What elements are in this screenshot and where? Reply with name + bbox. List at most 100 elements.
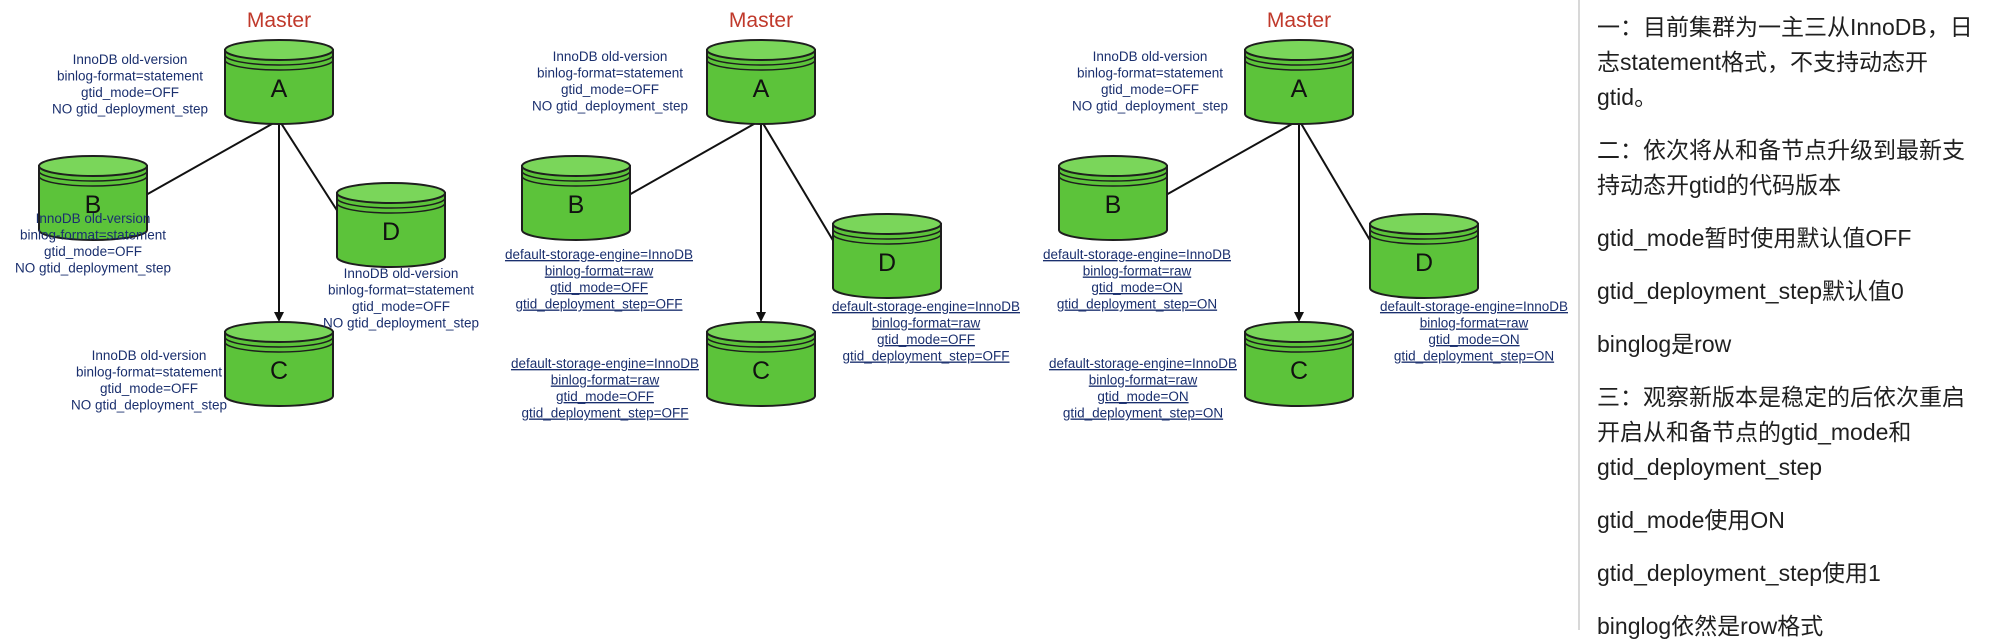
node-info-line: gtid_deployment_step=ON: [1057, 297, 1217, 312]
node-info-line: gtid_mode=OFF: [556, 389, 654, 404]
db-node-c: C InnoDB old-version binlog-format=stateme…: [71, 321, 334, 413]
note-line: 开启从和备节点的gtid_mode和: [1597, 419, 1912, 445]
cylinder-top: [38, 155, 148, 177]
cylinder-ring: [224, 336, 334, 348]
cylinder-top: [336, 182, 446, 204]
node-info-line: binlog-format=statement: [57, 69, 203, 84]
replication-arrow: [278, 119, 347, 225]
node-letter: B: [1105, 191, 1122, 219]
node-info-line: binlog-format=statement: [76, 365, 222, 380]
note-line: 一：目前集群为一主三从InnoDB，日: [1597, 14, 1973, 40]
cylinder-top: [1244, 39, 1354, 61]
node-info-line: NO gtid_deployment_step: [323, 316, 479, 331]
cylinder-ring: [1244, 59, 1354, 71]
node-info-line: binlog-format=statement: [328, 283, 474, 298]
cylinder-ring: [1244, 336, 1354, 348]
node-info-line: gtid_deployment_step=OFF: [516, 297, 683, 312]
cylinder-top: [1369, 213, 1479, 235]
node-info-line: gtid_mode=ON: [1097, 389, 1188, 404]
note-line: binglog是row: [1597, 331, 1732, 357]
cylinder-top: [224, 39, 334, 61]
note-line: 志statement格式，不支持动态开: [1597, 49, 1928, 75]
node-info-line: binlog-format=raw: [545, 264, 654, 279]
node-info-line: default-storage-engine=InnoDB: [1043, 247, 1231, 262]
node-info-line: NO gtid_deployment_step: [532, 99, 688, 114]
cylinder-ring: [706, 59, 816, 71]
replication-arrow: [131, 119, 280, 203]
node-info-line: default-storage-engine=InnoDB: [511, 356, 699, 371]
note-line: gtid_deployment_step默认值0: [1597, 278, 1904, 304]
node-letter: C: [1290, 357, 1308, 385]
cylinder-top: [1058, 155, 1168, 177]
cylinder-ring: [224, 59, 334, 71]
cylinder-ring: [336, 197, 446, 209]
cylinder-top: [832, 213, 942, 235]
node-info-line: default-storage-engine=InnoDB: [1049, 356, 1237, 371]
node-info-line: NO gtid_deployment_step: [71, 398, 227, 413]
note-line: gtid_mode使用ON: [1597, 507, 1785, 533]
node-letter: B: [568, 191, 585, 219]
cylinder-top: [1244, 321, 1354, 343]
node-info-line: gtid_deployment_step=OFF: [522, 406, 689, 421]
node-letter: C: [270, 357, 288, 385]
cylinder-ring: [1244, 341, 1354, 353]
node-info-line: gtid_mode=OFF: [550, 280, 648, 295]
node-info-line: binlog-format=raw: [551, 373, 660, 388]
node-info-line: gtid_mode=OFF: [352, 299, 450, 314]
db-node-c: Cdefault-storage-engine=InnoDBbinlog-for…: [511, 321, 816, 421]
note-line: 持动态开gtid的代码版本: [1597, 172, 1842, 198]
note-line: 二：依次将从和备节点升级到最新支: [1597, 137, 1965, 163]
cylinder-ring: [706, 54, 816, 66]
node-info-line: gtid_deployment_step=ON: [1394, 349, 1554, 364]
cylinder-top: [224, 321, 334, 343]
node-info-line: gtid_deployment_step=OFF: [843, 349, 1010, 364]
note-line: gtid_mode暂时使用默认值OFF: [1597, 225, 1912, 251]
node-letter: A: [1291, 75, 1308, 103]
node-info-line: InnoDB old-version: [92, 348, 207, 363]
node-letter: D: [878, 249, 896, 277]
node-info-line: binlog-format=raw: [1083, 264, 1192, 279]
node-info-line: default-storage-engine=InnoDB: [832, 299, 1020, 314]
node-info-line: InnoDB old-version: [36, 211, 151, 226]
replication-arrow: [760, 119, 843, 256]
master-label: Master: [1267, 9, 1331, 32]
db-node-b: Bdefault-storage-engine=InnoDBbinlog-for…: [505, 155, 693, 312]
node-info-line: gtid_mode=OFF: [44, 244, 142, 259]
cylinder-ring: [1369, 228, 1479, 240]
note-line: 三：观察新版本是稳定的后依次重启: [1597, 384, 1965, 410]
cylinder-ring: [1058, 170, 1168, 182]
node-letter: A: [753, 75, 770, 103]
cylinder-ring: [224, 341, 334, 353]
cylinder-top: [706, 321, 816, 343]
replication-arrow: [1298, 119, 1380, 256]
node-letter: B: [85, 191, 102, 219]
replication-arrow: [614, 119, 762, 203]
node-info-line: default-storage-engine=InnoDB: [1380, 299, 1568, 314]
node-letter: D: [382, 218, 400, 246]
cylinder-top: [706, 39, 816, 61]
node-info-line: gtid_mode=OFF: [81, 85, 179, 100]
replication-arrow: [1151, 119, 1300, 203]
node-info-line: binlog-format=statement: [537, 66, 683, 81]
db-node-c: Cdefault-storage-engine=InnoDBbinlog-for…: [1049, 321, 1354, 421]
node-info-line: gtid_mode=OFF: [561, 82, 659, 97]
node-info-line: gtid_mode=OFF: [100, 381, 198, 396]
node-letter: D: [1415, 249, 1433, 277]
cylinder-ring: [336, 202, 446, 214]
node-info-line: binlog-format=raw: [1420, 316, 1529, 331]
node-info-line: gtid_mode=ON: [1091, 280, 1182, 295]
node-info-line: NO gtid_deployment_step: [52, 102, 208, 117]
node-info-line: binlog-format=raw: [872, 316, 981, 331]
node-info-line: InnoDB old-version: [1093, 49, 1208, 64]
